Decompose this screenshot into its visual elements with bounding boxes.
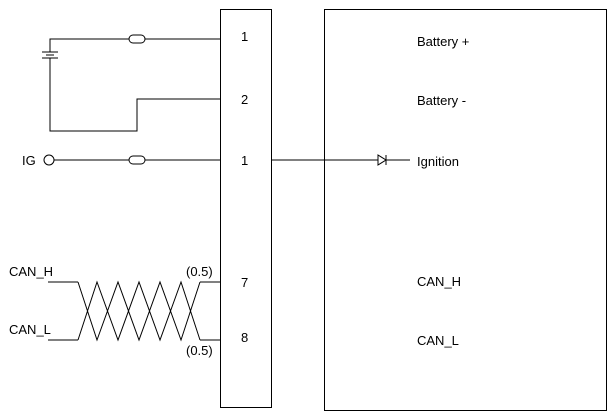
- fuse-icon: [128, 34, 146, 44]
- device-label-ignition: Ignition: [417, 154, 459, 169]
- device-label-can-l: CAN_L: [417, 333, 459, 348]
- ig-label: IG: [22, 153, 36, 168]
- can-twisted-pair: [48, 280, 220, 342]
- battery-plus-wire: [49, 38, 220, 52]
- battery-icon: [42, 51, 58, 59]
- device-block: [324, 9, 607, 411]
- fuse-icon: [128, 155, 146, 165]
- pin-number: 8: [241, 330, 248, 345]
- diode-icon: [377, 154, 387, 166]
- ignition-circuit: [43, 154, 410, 166]
- can-l-wire-size: (0.5): [186, 343, 213, 358]
- pin-number: 1: [241, 29, 248, 44]
- can-h-wire-size: (0.5): [186, 264, 213, 279]
- can-h-twist: [77, 280, 201, 342]
- pin-number: 2: [241, 92, 248, 107]
- pin-number: 1: [241, 153, 248, 168]
- connector-block: [220, 9, 272, 408]
- ground-terminal-icon: [43, 154, 55, 166]
- battery-minus-wire: [49, 58, 220, 132]
- device-label-can-h: CAN_H: [417, 274, 461, 289]
- battery-circuit: [42, 34, 220, 132]
- can-l-twist: [77, 280, 201, 342]
- can-h-label: CAN_H: [9, 264, 53, 279]
- device-label-battery-plus: Battery +: [417, 34, 469, 49]
- pin-number: 7: [241, 275, 248, 290]
- device-label-battery-minus: Battery -: [417, 93, 466, 108]
- can-l-label: CAN_L: [9, 322, 51, 337]
